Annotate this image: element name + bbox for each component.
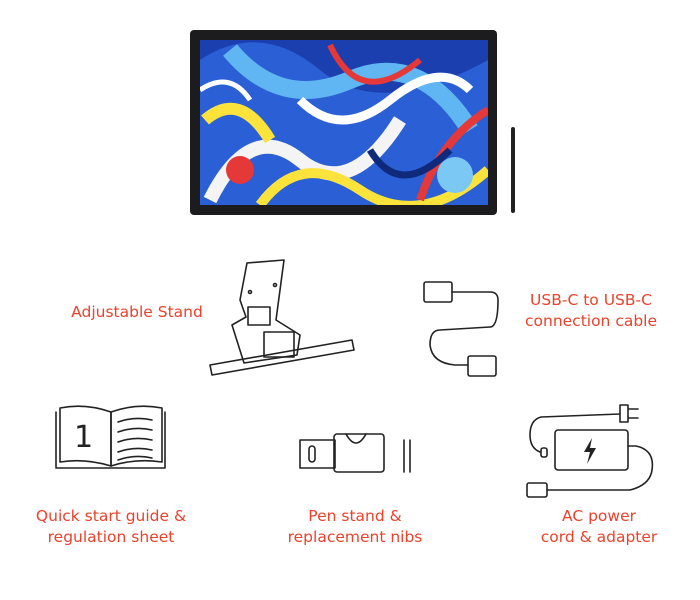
quick-start-guide-label-line2: regulation sheet bbox=[47, 528, 175, 546]
quick-start-guide-label-line1: Quick start guide & bbox=[35, 507, 187, 525]
pen-stand-label-line1: Pen stand & bbox=[308, 507, 402, 525]
pen-stand-label: Pen stand & replacement nibs bbox=[288, 506, 423, 548]
ac-power-label: AC power cord & adapter bbox=[541, 506, 658, 548]
usb-c-cable-label-line1: USB-C to USB-C bbox=[530, 291, 652, 309]
ac-power-label-line1: AC power bbox=[561, 507, 636, 525]
pen-display-tablet-image bbox=[190, 30, 515, 215]
quick-start-guide-label: Quick start guide & regulation sheet bbox=[36, 506, 186, 548]
usb-c-cable-label: USB-C to USB-C connection cable bbox=[525, 290, 657, 332]
pen-stand-label-line2: replacement nibs bbox=[287, 528, 423, 546]
ac-power-label-line2: cord & adapter bbox=[540, 528, 658, 546]
usb-c-cable-label-line2: connection cable bbox=[524, 312, 658, 330]
pen-image bbox=[511, 127, 515, 213]
guide-page-number: 1 bbox=[74, 420, 94, 455]
adjustable-stand-label-text: Adjustable Stand bbox=[71, 303, 203, 321]
adjustable-stand-label: Adjustable Stand bbox=[71, 302, 203, 323]
